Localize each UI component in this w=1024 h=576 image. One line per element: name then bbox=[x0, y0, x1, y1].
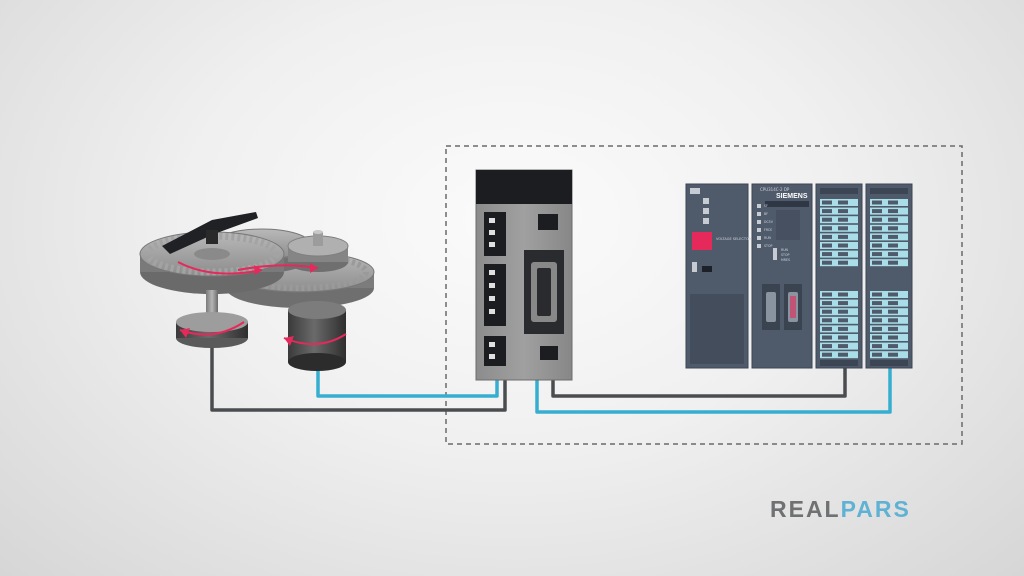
drive-connector bbox=[484, 336, 506, 366]
cpu-led-label: BF bbox=[764, 212, 768, 216]
manufacturer-label: SIEMENS bbox=[776, 193, 808, 200]
lever-arm bbox=[162, 212, 258, 254]
motor-power-cable bbox=[316, 366, 499, 398]
cpu-port bbox=[762, 284, 780, 330]
rotation-arrow-icon bbox=[283, 333, 347, 346]
rotation-arrow-icon bbox=[179, 321, 245, 338]
control-cabinet-boundary bbox=[445, 145, 963, 445]
plc-rack-icon: VOLTAGE SELECTOR CPU314C-2 DP SIEMENS SF… bbox=[685, 183, 913, 369]
mode-switch[interactable] bbox=[773, 248, 777, 260]
io-modules bbox=[815, 183, 913, 369]
cpu-port bbox=[784, 284, 802, 330]
drive-connector bbox=[484, 264, 506, 326]
gear-assembly bbox=[139, 212, 375, 371]
motor-icon bbox=[288, 301, 346, 371]
switch-label: STOP bbox=[781, 253, 789, 257]
cpu-led-label: FRCE bbox=[764, 228, 772, 232]
realpars-logo: REALPARS bbox=[770, 496, 911, 523]
logo-text-pars: PARS bbox=[840, 496, 911, 522]
plc-input-cable bbox=[551, 368, 847, 398]
cpu-status-leds bbox=[757, 204, 761, 248]
rotation-arrow-icon bbox=[237, 263, 319, 273]
cables bbox=[210, 342, 892, 414]
cpu-led-label: SF bbox=[764, 204, 768, 208]
voltage-selector[interactable] bbox=[692, 232, 712, 250]
voltage-selector-label: VOLTAGE SELECTOR bbox=[716, 237, 752, 241]
cpu-led-label: RUN bbox=[764, 236, 772, 240]
cpu-model-label: CPU314C-2 DP bbox=[760, 187, 790, 192]
drive-connector bbox=[484, 212, 506, 256]
digital-output-module bbox=[865, 183, 913, 369]
cpu-led-label: DC5V bbox=[764, 220, 774, 224]
gear-icon bbox=[287, 230, 349, 272]
power-supply-module: VOLTAGE SELECTOR bbox=[685, 183, 752, 369]
cpu-module: CPU314C-2 DP SIEMENS SF BF DC5V FRCE RUN… bbox=[751, 183, 813, 369]
drive-port bbox=[540, 346, 558, 360]
logo-text-real: REAL bbox=[770, 496, 841, 522]
digital-input-module bbox=[815, 183, 863, 369]
encoder-feedback-cable bbox=[210, 342, 507, 412]
plc-output-cable bbox=[535, 368, 892, 414]
drive-db-connector bbox=[524, 250, 564, 334]
switch-label: MRES bbox=[781, 258, 790, 262]
servo-drive-icon bbox=[475, 169, 573, 381]
cpu-led-label: STOP bbox=[764, 244, 772, 248]
switch-label: RUN bbox=[781, 248, 789, 252]
